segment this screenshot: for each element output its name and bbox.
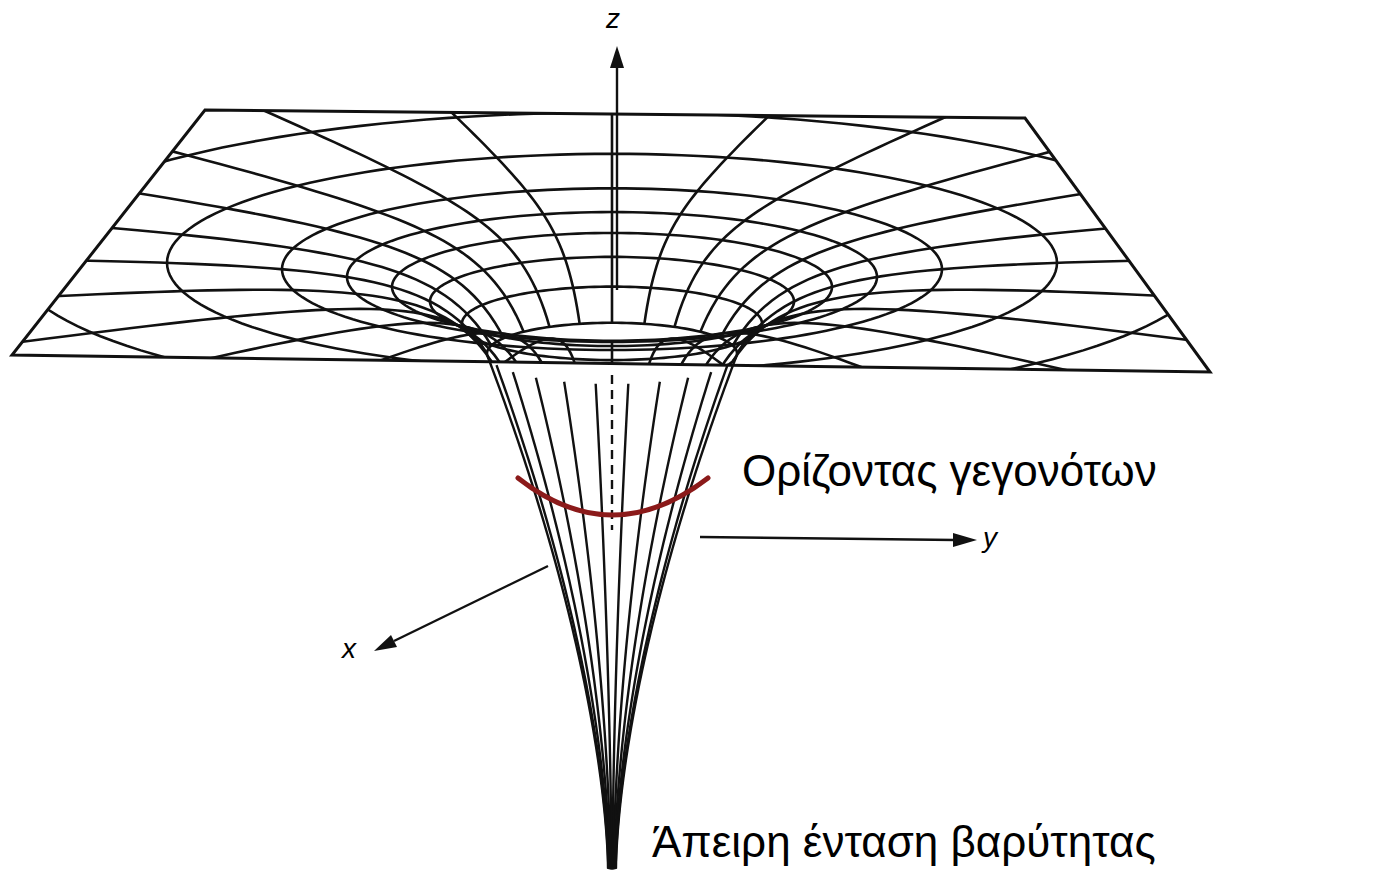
axis-arrowhead bbox=[374, 635, 397, 651]
hidden-axis bbox=[611, 375, 613, 530]
grid-radial bbox=[611, 0, 614, 323]
axis-arrowhead bbox=[610, 46, 624, 68]
grid-radial bbox=[720, 86, 1395, 339]
funnel-line bbox=[513, 372, 609, 869]
axis-label: z bbox=[606, 4, 620, 35]
grid-radial bbox=[0, 86, 504, 339]
grid-radial bbox=[700, 323, 1395, 500]
grid-radial bbox=[0, 14, 524, 331]
grid-radial bbox=[0, 333, 550, 554]
axis-line bbox=[700, 537, 955, 540]
axis-line bbox=[616, 64, 618, 290]
grid-radial bbox=[0, 290, 491, 362]
spacetime-grid bbox=[0, 0, 1395, 600]
grid-radial bbox=[611, 341, 614, 600]
event-horizon-label: Ορίζοντας γεγονότων bbox=[742, 447, 1157, 495]
funnel-line bbox=[616, 357, 736, 868]
grid-radial bbox=[700, 14, 1395, 331]
singularity-label: Άπειρη ένταση βαρύτητας bbox=[652, 818, 1156, 866]
axis-label: y bbox=[983, 523, 997, 554]
funnel-line bbox=[488, 357, 608, 868]
axis-line bbox=[394, 566, 548, 641]
funnel-line bbox=[616, 365, 728, 869]
grid-radial bbox=[0, 309, 504, 429]
funnel-line bbox=[613, 384, 629, 870]
funnel-line bbox=[497, 365, 609, 869]
axis-arrowhead bbox=[953, 533, 977, 547]
grid-radial bbox=[250, 0, 580, 324]
funnel bbox=[488, 357, 736, 869]
grid-ring bbox=[0, 62, 1395, 454]
grid-radial bbox=[0, 0, 550, 327]
plane-outline bbox=[12, 110, 1210, 372]
grid-ring bbox=[0, 0, 1395, 514]
grid-radial bbox=[737, 257, 1395, 353]
grid-radial bbox=[0, 257, 487, 353]
grid-radial bbox=[733, 168, 1395, 345]
funnel-line bbox=[614, 382, 660, 870]
axis-label: x bbox=[342, 634, 356, 665]
grid-radial bbox=[0, 323, 524, 500]
event-horizon-arc bbox=[518, 478, 708, 515]
axes bbox=[374, 46, 977, 651]
